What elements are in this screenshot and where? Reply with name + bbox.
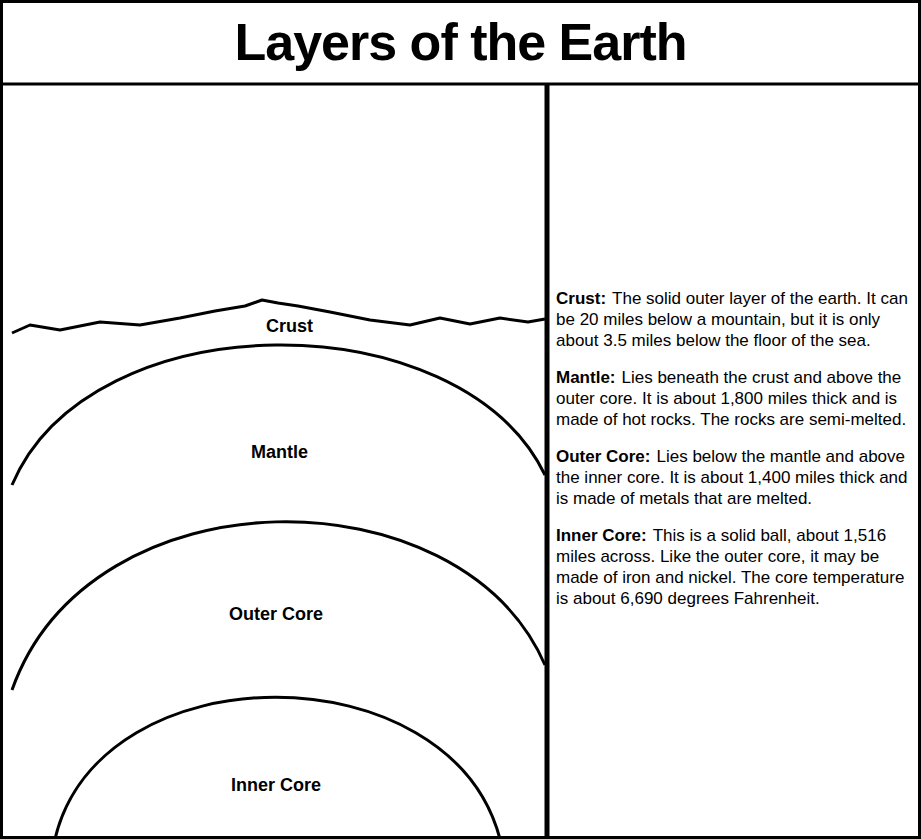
title-rule (0, 83, 921, 86)
mantle-boundary (12, 345, 545, 485)
description-paragraph: Inner Core:This is a solid ball, about 1… (556, 525, 912, 609)
description-heading: Inner Core: (556, 526, 647, 545)
description-heading: Mantle: (556, 368, 616, 387)
description-paragraph: Outer Core:Lies below the mantle and abo… (556, 446, 912, 509)
mantle-band: Mantle (248, 441, 311, 463)
description-paragraph: Crust:The solid outer layer of the earth… (556, 288, 912, 351)
description-heading: Crust: (556, 289, 606, 308)
outer-core-boundary (12, 522, 545, 690)
description-heading: Outer Core: (556, 447, 650, 466)
panel-divider (545, 84, 550, 839)
crust-band: Crust (263, 315, 316, 337)
diagram-title: Layers of the Earth (234, 12, 686, 72)
layer-name: Crust (263, 315, 316, 337)
description-text: The solid outer layer of the earth. It c… (556, 289, 908, 350)
layer-name: Inner Core (228, 774, 324, 796)
inner-core-boundary (55, 697, 500, 839)
description-paragraph: Mantle:Lies beneath the crust and above … (556, 367, 912, 430)
inner-core-band: Inner Core (228, 774, 324, 796)
layer-name: Outer Core (226, 603, 326, 625)
layer-name: Mantle (248, 441, 311, 463)
outer-core-band: Outer Core (226, 603, 326, 625)
title-bar: Layers of the Earth (0, 0, 921, 84)
layer-descriptions: Crust:The solid outer layer of the earth… (556, 288, 912, 625)
